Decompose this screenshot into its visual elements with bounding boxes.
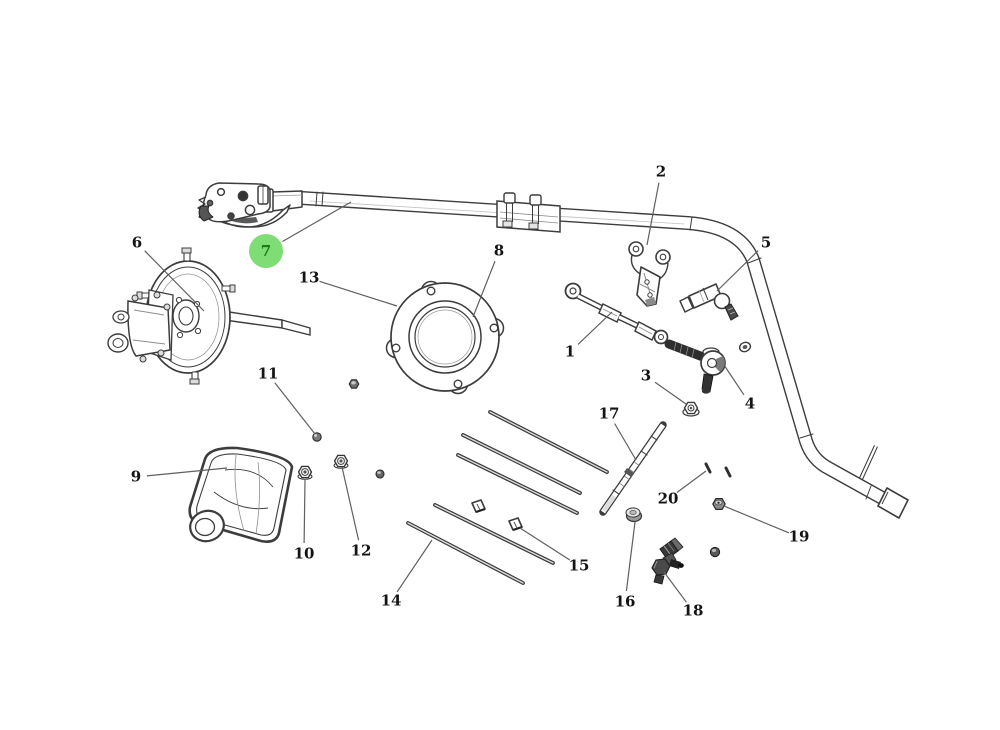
adjustment-rod-17 xyxy=(599,421,667,516)
cap-nut-16 xyxy=(625,507,643,523)
handle-end-cap xyxy=(877,487,909,519)
hex-nut-small-a xyxy=(348,379,360,389)
cotter-pins-20 xyxy=(704,462,732,478)
ball-stud-11 xyxy=(312,432,322,442)
part-callout-13[interactable]: 13 xyxy=(298,268,320,287)
part-callout-7[interactable]: 7 xyxy=(249,234,283,268)
part-callout-14[interactable]: 14 xyxy=(380,591,402,610)
leader-line-14 xyxy=(396,539,433,593)
part-callout-15[interactable]: 15 xyxy=(568,556,590,575)
part-callout-17[interactable]: 17 xyxy=(598,404,620,423)
disc-assembly xyxy=(107,247,311,385)
linkage-rods xyxy=(406,410,609,585)
part-callout-9[interactable]: 9 xyxy=(130,467,142,486)
part-callout-3[interactable]: 3 xyxy=(640,366,652,385)
leader-line-10 xyxy=(303,479,306,544)
round-nut-small-b xyxy=(375,469,385,479)
leader-line-19 xyxy=(723,505,790,534)
hex-nut-12 xyxy=(333,454,349,469)
leader-line-3 xyxy=(654,381,687,405)
leader-line-18 xyxy=(663,571,687,603)
leader-line-11 xyxy=(274,382,316,435)
part-callout-16[interactable]: 16 xyxy=(614,592,636,611)
round-nut-small xyxy=(709,546,721,558)
leader-line-8 xyxy=(472,260,496,318)
leader-line-13 xyxy=(319,280,398,307)
part-callout-8[interactable]: 8 xyxy=(493,241,505,260)
rod-clips-15 xyxy=(471,499,523,532)
support-bracket xyxy=(628,241,671,307)
part-callout-5[interactable]: 5 xyxy=(760,233,772,252)
part-callout-4[interactable]: 4 xyxy=(744,394,756,413)
leader-line-16 xyxy=(625,521,636,592)
tube-clamp xyxy=(496,192,561,233)
leader-line-17 xyxy=(614,423,637,461)
part-callout-6[interactable]: 6 xyxy=(131,233,143,252)
leader-line-7 xyxy=(282,201,352,243)
leader-lines xyxy=(144,182,790,603)
leader-line-20 xyxy=(676,470,707,493)
leader-line-4 xyxy=(723,364,745,396)
leader-line-6 xyxy=(144,250,205,312)
part-callout-11[interactable]: 11 xyxy=(257,364,279,383)
hex-nut-19 xyxy=(712,498,726,510)
part-callout-12[interactable]: 12 xyxy=(350,541,372,560)
leader-line-2 xyxy=(646,182,660,246)
part-callout-20[interactable]: 20 xyxy=(657,489,679,508)
part-callout-10[interactable]: 10 xyxy=(293,544,315,563)
ball-joint-5 xyxy=(679,283,739,321)
rubber-boot xyxy=(188,446,294,543)
control-lever-assembly xyxy=(197,182,303,228)
part-callout-19[interactable]: 19 xyxy=(788,527,810,546)
elbow-fitting-18 xyxy=(651,537,684,585)
handle-end-pin xyxy=(857,445,878,484)
part-callout-1[interactable]: 1 xyxy=(564,342,576,361)
tie-rod-end-4 xyxy=(664,339,726,394)
hex-nut-10 xyxy=(297,465,313,480)
leader-line-1 xyxy=(577,311,613,345)
part-callout-2[interactable]: 2 xyxy=(655,162,667,181)
part-callout-18[interactable]: 18 xyxy=(682,601,704,620)
leader-line-5 xyxy=(716,250,759,292)
leader-line-12 xyxy=(341,466,360,541)
leader-line-15 xyxy=(519,527,571,561)
leader-line-9 xyxy=(146,467,228,477)
flange-nut-3 xyxy=(682,401,700,417)
bushing xyxy=(738,341,752,353)
flange-ring xyxy=(385,280,505,395)
